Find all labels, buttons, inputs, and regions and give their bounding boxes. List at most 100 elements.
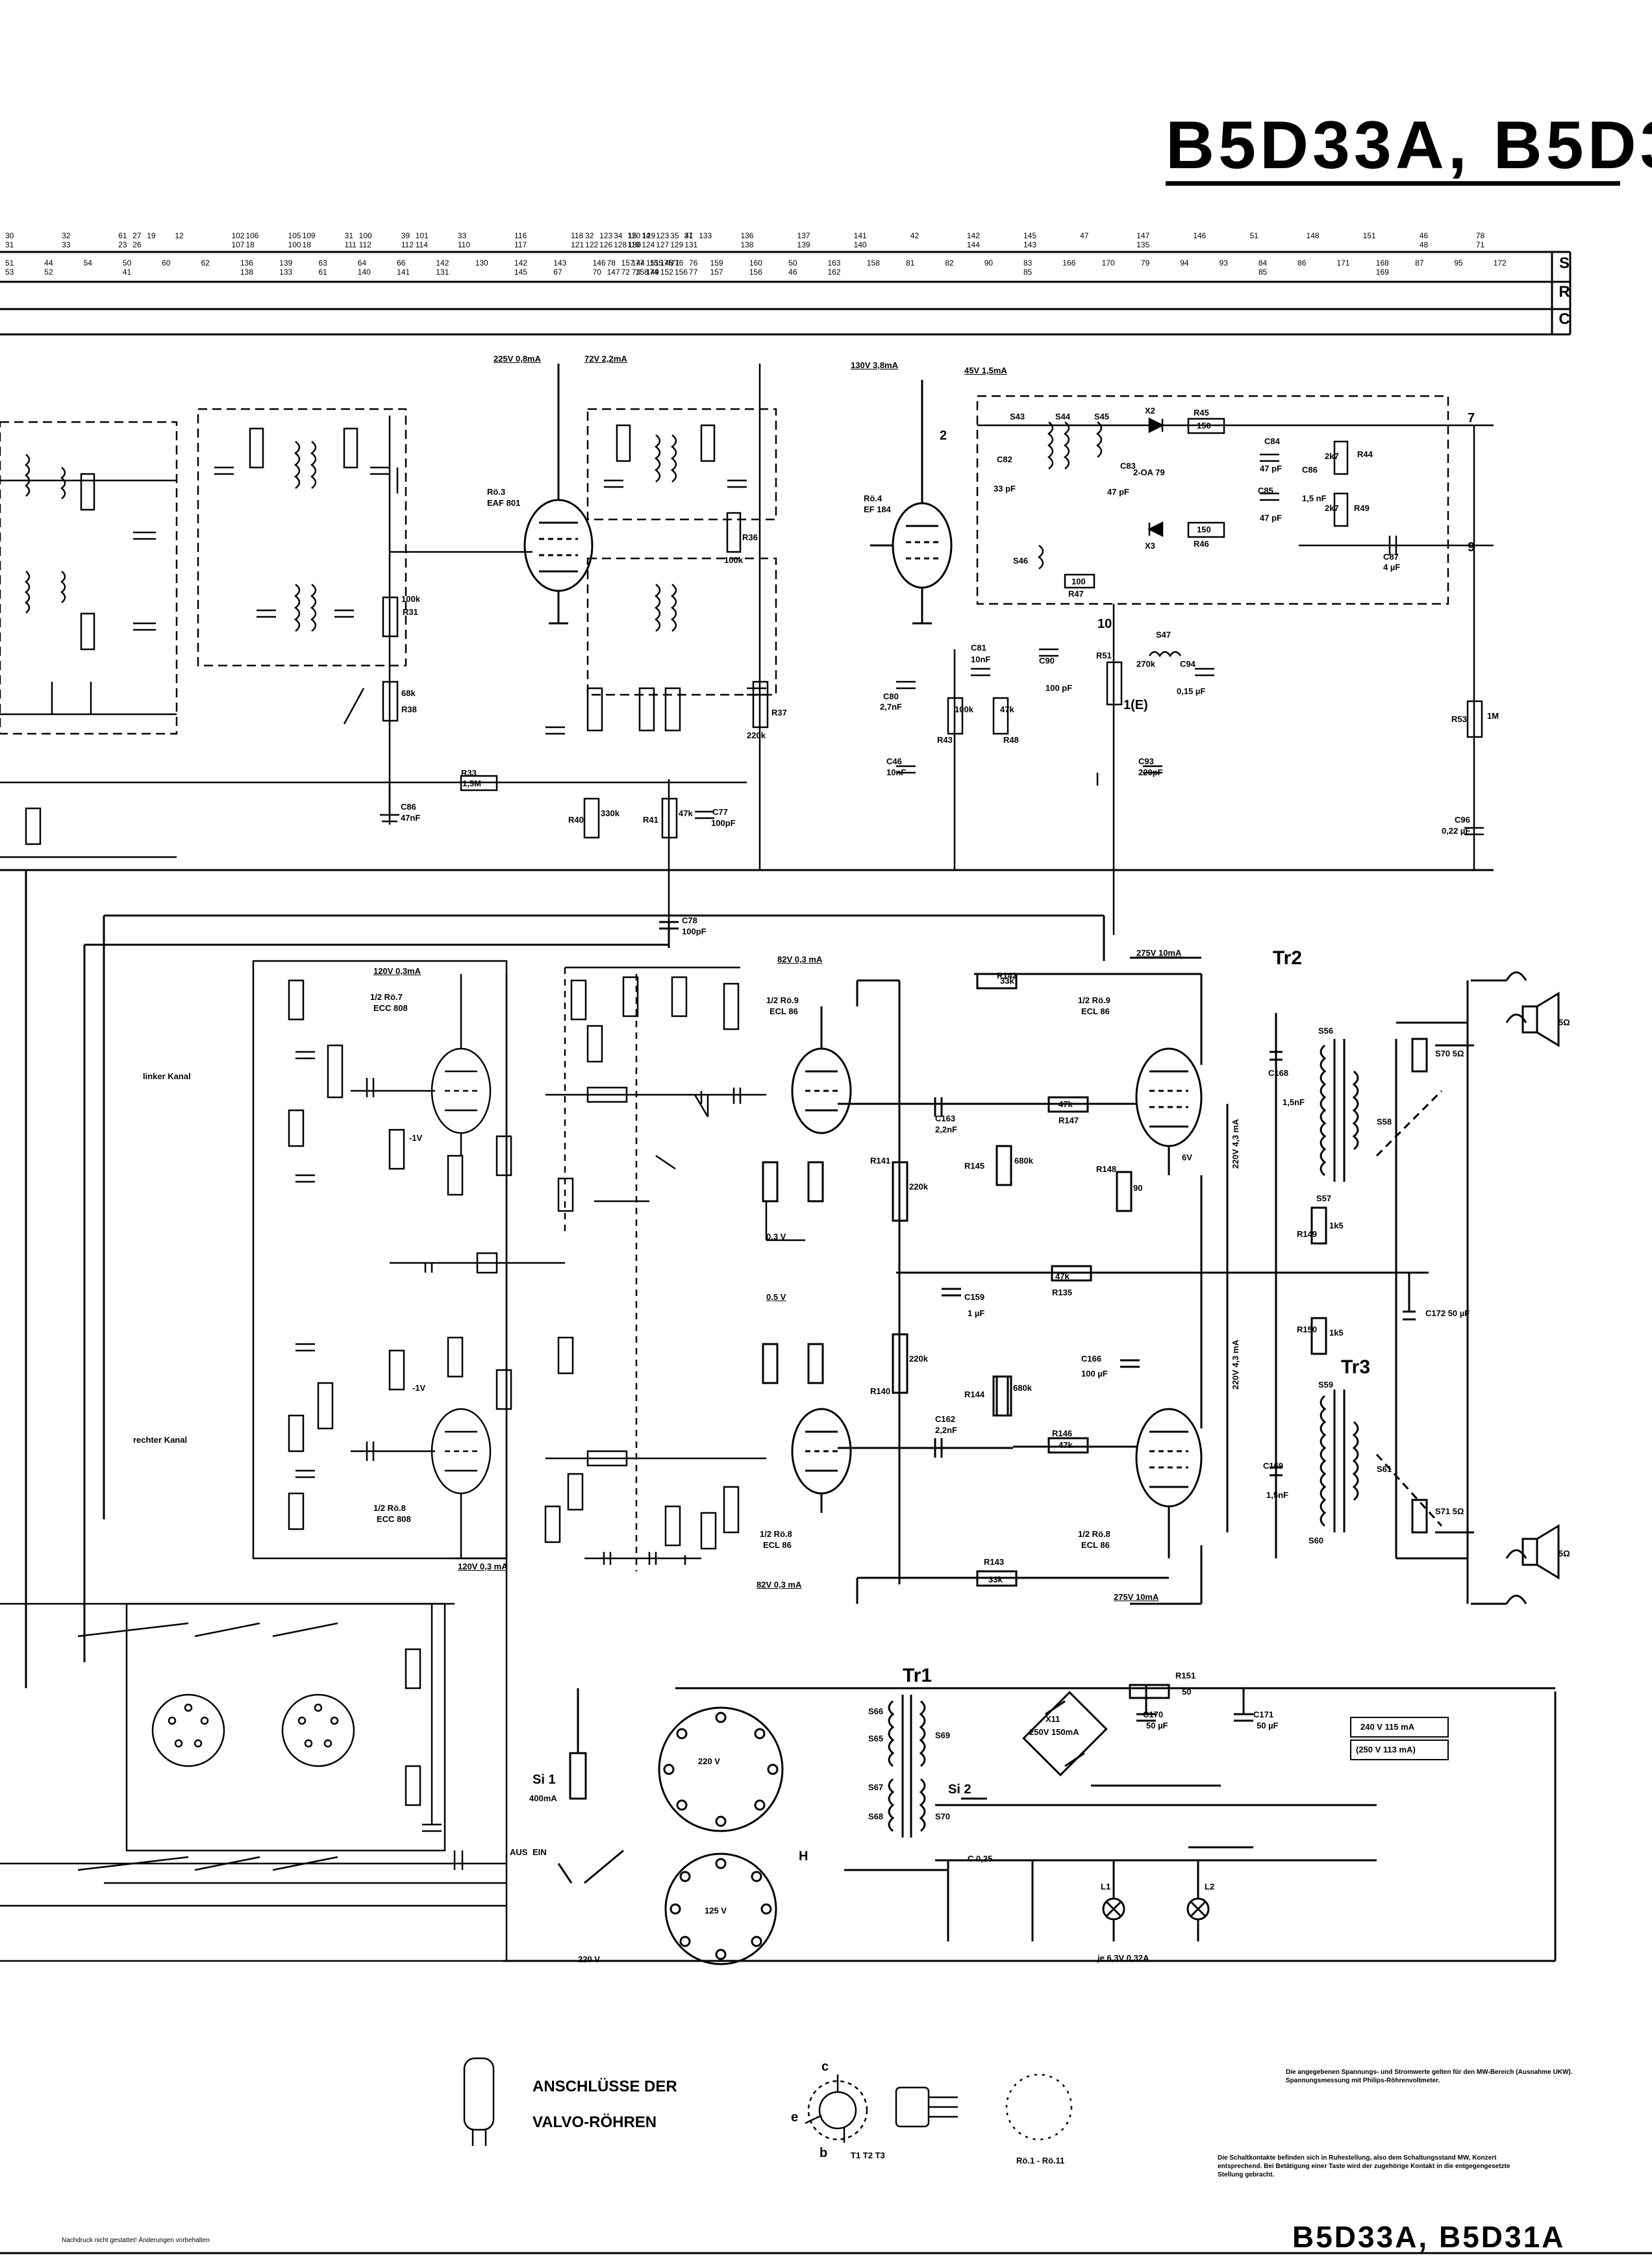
voltage-03v: 0,3 V [766,1232,786,1241]
switch-aus: AUS [510,1847,528,1857]
s60-label: S60 [1308,1536,1324,1545]
switch-ein: EIN [532,1847,547,1857]
node-2: 2 [940,429,947,443]
r41-value: 47k [679,808,693,818]
tube-ro4 [870,380,953,625]
r33-value: 1,5M [462,779,481,788]
pin-e-label: e [791,2110,799,2125]
r45-label: R45 [1194,408,1209,418]
voltage-120v-top: 120V 0,3mA [373,966,421,976]
r38-value: 68k [401,688,416,698]
voltage-05v: 0,5 V [766,1292,786,1302]
c86b-label: C86 [1302,465,1318,475]
r46-value: 150 [1197,525,1211,534]
c86-label: C86 [401,802,416,812]
c96-value: 0,22 µF [1442,826,1471,836]
r40-value: 330k [601,808,620,818]
voltage-130v: 130V 3,8mA [851,360,898,370]
c83-label: C83 [1120,461,1136,471]
transistor-pins: T1 T2 T3 [851,2151,885,2160]
fuse-si1-value: 400mA [529,1793,557,1803]
r142-label: R142 [997,971,1018,980]
c84-label: C84 [1264,436,1280,446]
fuse-si1: Si 1 [532,1773,556,1787]
audio-right-channel [288,974,512,1571]
tube-ro9b-type: ECL 86 [1081,1006,1110,1016]
voltage-72v: 72V 2,2mA [584,354,627,364]
mains-125v-label: 125 V [705,1906,727,1915]
voltage-120v-bot: 120V 0,3 mA [458,1562,508,1571]
switch-bank [0,1571,508,1962]
s45-label: S45 [1094,412,1110,421]
r48-value: 47k [1000,705,1014,714]
c168-label: C168 [1268,1068,1289,1078]
r33-label: R33 [461,768,477,778]
psu-note-a: 240 V 115 mA [1360,1722,1415,1732]
tube-ro8c-label: 1/2 Rö.8 [1078,1529,1110,1539]
c82-label: C82 [997,455,1012,464]
tr1-label: Tr1 [903,1665,932,1686]
s57-label: S57 [1316,1193,1332,1203]
s69-label: S69 [935,1730,951,1740]
label-1e: 1(E) [1123,698,1148,712]
ratio-detector [896,395,1494,935]
s70-psu-label: S70 [935,1812,951,1821]
r46-label: R46 [1194,539,1209,549]
r41-label: R41 [643,815,658,825]
audio-left-channel [252,960,565,1560]
pin-c-label: c [821,2060,829,2074]
tube-ro9b-label: 1/2 Rö.9 [1078,995,1110,1005]
rf-frontend [0,421,747,858]
tube-ro3-type: EAF 801 [487,498,521,508]
c159-value: 1 µF [968,1308,985,1318]
tube-ro9a-label: 1/2 Rö.9 [766,995,799,1005]
voltage-225v: 225V 0,8mA [494,354,541,364]
lamp-l2: L2 [1205,1882,1215,1891]
r146-label: R146 [1052,1428,1073,1438]
voltage-82v-top: 82V 0,3 mA [777,954,823,964]
s56-label: S56 [1318,1026,1334,1036]
note-voltages: Die angegebenen Spannungs- und Stromwert… [1286,2069,1573,2084]
switch-220v-label: 220 V [578,1954,600,1964]
r149-label: R149 [1297,1229,1318,1239]
s67-label: S67 [868,1782,884,1792]
footer-note: Nachdruck nicht gestattet! Änderungen vo… [62,2237,210,2244]
if-filter-2 [460,364,777,935]
r31-value: 100k [401,594,420,604]
s43-label: S43 [1010,412,1025,421]
page-title: B5D33A, B5D31A [1166,110,1652,186]
tr3-label: Tr3 [1341,1356,1371,1378]
r135-value: 47k [1055,1271,1070,1281]
c90-label: C90 [1039,656,1055,666]
voltage-45v: 45V 1,5mA [964,366,1007,375]
r151-value: 50 [1182,1687,1192,1697]
power-supply [503,1684,1557,1965]
c77-label: C77 [712,807,728,817]
r36-value: 100k [724,555,743,565]
r149-value: 1k5 [1329,1221,1344,1230]
x11-spec: 250V 150mA [1029,1727,1079,1737]
speaker-2-impedance: 5Ω [1558,1549,1570,1558]
table-row-label-s: S [1558,255,1570,272]
r40-label: R40 [568,815,584,825]
minus-1v-a: -1V [409,1133,423,1143]
c87-value: 4 µF [1383,562,1401,572]
r48-label: R48 [1003,735,1019,745]
r141-label: R141 [870,1156,891,1166]
tube-ro4-label: Rö.4 [864,493,882,503]
r142-value: 33k [1000,976,1014,986]
tube-ro3-label: Rö.3 [487,487,506,497]
r144-value: 680k [1013,1383,1032,1393]
speaker-1-impedance: 5Ω [1558,1017,1570,1027]
table-row-label-c: C [1558,310,1570,328]
r31-label: R31 [403,607,418,617]
table-row-label-r: R [1558,283,1570,301]
c93-value: 220pF [1138,767,1163,777]
r44-label: R44 [1357,449,1373,459]
c86-value: 47nF [401,813,421,823]
c163-label: C163 [935,1114,956,1123]
tube-ro3 [523,364,594,625]
r140-label: R140 [870,1386,891,1396]
